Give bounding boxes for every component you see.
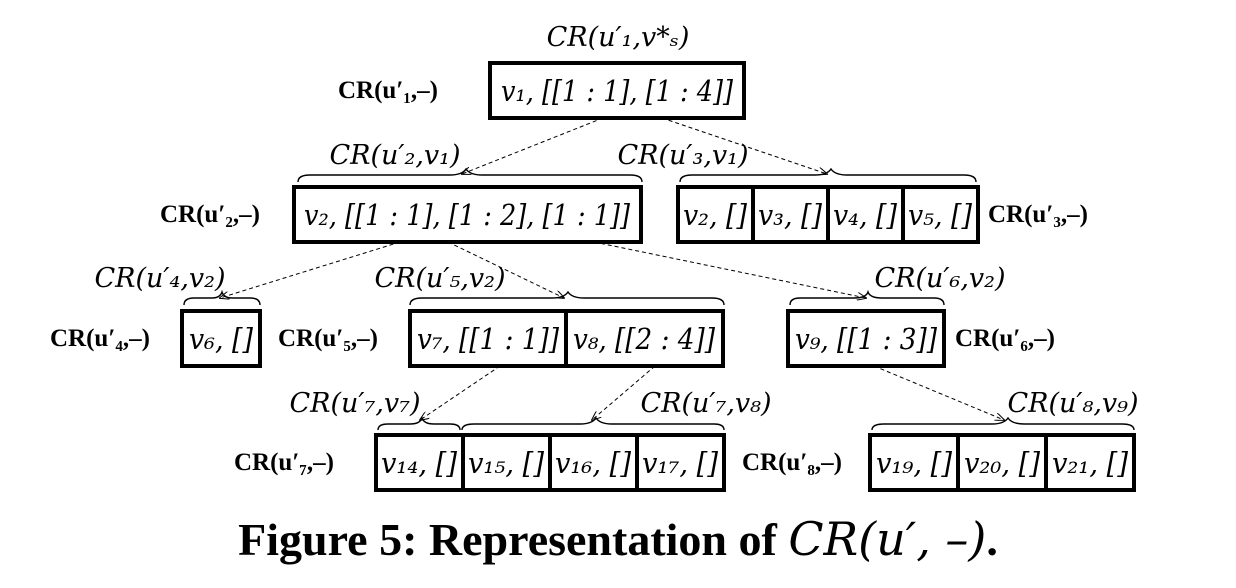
- cell-u2-1: v₂, [[1 : 1], [1 : 2], [1 : 1]]: [304, 198, 631, 232]
- brace-cr-u3: [679, 167, 977, 183]
- cr-tree-diagram: CR(u′₁,v*ₛ) CR(u′₂,v₁) CR(u′₃,v₁) CR(u′₄…: [50, 22, 1139, 492]
- caption-math: CR(u′, –): [788, 512, 987, 566]
- group-label-u1: CR(u′₁,v*ₛ): [547, 22, 690, 53]
- cr-label-u6: CR(u′₆,–): [955, 325, 1055, 352]
- edge-v1-to-cr-u3: [661, 117, 827, 174]
- edge-v7-to-cr-u7a: [420, 365, 501, 420]
- cell-u5-2: v₈, [[2 : 4]]: [573, 322, 716, 356]
- edge-v2-to-cr-u5: [447, 241, 564, 298]
- cr-labels: CR(u′₁,–) CR(u′₂,–) CR(u′₃,–) CR(u′₄,–) …: [50, 77, 1088, 476]
- group-label-u7b: CR(u′₇,v₈): [640, 388, 771, 419]
- box-cr-u8: [868, 433, 1136, 492]
- cr-label-u4: CR(u′₄,–): [50, 325, 150, 352]
- cell-u3-2: v₃, []: [758, 198, 823, 232]
- cell-u6-1: v₉, [[1 : 3]]: [795, 322, 938, 356]
- cr-label-u8: CR(u′₈,–): [742, 449, 842, 476]
- cr-label-u5: CR(u′₅,–): [278, 325, 378, 352]
- cell-texts: v₁, [[1 : 1], [1 : 4]] v₂, [[1 : 1], [1 …: [189, 74, 1129, 480]
- brace-cr-u4: [183, 289, 261, 306]
- edge-v2-to-cr-u4: [220, 241, 401, 298]
- brace-cr-u5: [409, 290, 725, 306]
- cell-u3-1: v₂, []: [683, 198, 748, 232]
- brace-cr-u7b: [461, 416, 725, 431]
- cell-u3-4: v₅, []: [908, 198, 973, 232]
- group-label-u7a: CR(u′₇,v₇): [289, 388, 420, 419]
- group-label-u5: CR(u′₅,v₂): [374, 263, 505, 294]
- brace-cr-u8: [871, 416, 1135, 431]
- caption-prefix: Figure 5: Representation of: [238, 514, 789, 565]
- cell-u4-1: v₆, []: [189, 322, 254, 356]
- cell-u8-2: v₂₀, []: [964, 446, 1041, 480]
- box-cr-u4: [180, 309, 262, 368]
- caption-suffix: .: [986, 514, 998, 565]
- group-label-u3: CR(u′₃,v₁): [617, 140, 748, 171]
- cell-u5-1: v₇, [[1 : 1]]: [417, 322, 560, 356]
- cr-label-u3: CR(u′₃,–): [988, 201, 1088, 228]
- cr-label-u2: CR(u′₂,–): [160, 201, 260, 228]
- group-label-u4: CR(u′₄,v₂): [94, 263, 225, 294]
- cell-u7-1: v₁₄, []: [381, 446, 458, 480]
- cell-u7-2: v₁₅, []: [468, 446, 545, 480]
- brace-cr-u7a: [377, 415, 461, 431]
- brace-cr-u2: [297, 167, 643, 183]
- group-label-u6: CR(u′₆,v₂): [874, 263, 1005, 294]
- brace-cr-u6: [789, 289, 945, 306]
- cell-u7-4: v₁₇, []: [642, 446, 719, 480]
- cell-u7-3: v₁₆, []: [555, 446, 632, 480]
- edge-v2-to-cr-u6: [593, 241, 866, 298]
- box-cr-u1: [488, 61, 746, 120]
- cell-u8-1: v₁₉, []: [876, 446, 953, 480]
- cell-u1-1: v₁, [[1 : 1], [1 : 4]]: [501, 74, 734, 108]
- group-labels: CR(u′₁,v*ₛ) CR(u′₂,v₁) CR(u′₃,v₁) CR(u′₄…: [94, 22, 1138, 419]
- box-cr-u2: [292, 185, 643, 244]
- group-braces: [183, 167, 1135, 431]
- cr-boxes: [180, 61, 1136, 492]
- cr-label-u1: CR(u′₁,–): [338, 77, 438, 104]
- tree-edges: [220, 117, 1004, 420]
- group-label-u2: CR(u′₂,v₁): [329, 140, 460, 171]
- edge-v1-to-cr-u2: [462, 117, 604, 174]
- figure-caption: Figure 5: Representation of CR(u′, –).: [0, 512, 1236, 566]
- edge-v9-to-cr-u8: [873, 365, 1004, 420]
- box-cr-u6: [786, 309, 946, 368]
- cell-u3-3: v₄, []: [833, 198, 898, 232]
- group-label-u8: CR(u′₈,v₉): [1007, 388, 1138, 419]
- cr-label-u7: CR(u′₇,–): [234, 449, 334, 476]
- cell-u8-3: v₂₁, []: [1052, 446, 1129, 480]
